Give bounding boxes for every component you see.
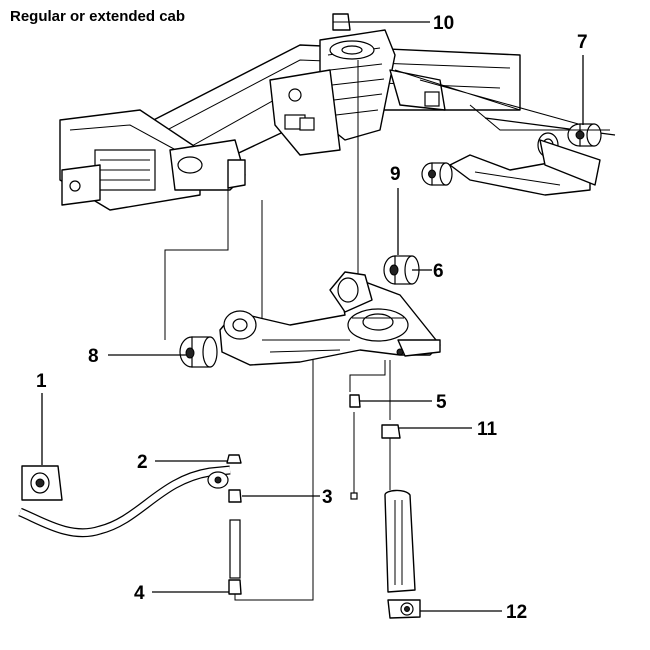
callout-11: 11 [477, 419, 498, 440]
stabilizer-bushing [21, 465, 63, 501]
callout-5: 5 [436, 392, 447, 413]
top-nut [332, 13, 351, 31]
callout-9: 9 [390, 164, 401, 185]
callout-leaders [41, 21, 584, 612]
stabilizer-link [226, 454, 242, 595]
callout-10: 10 [433, 13, 454, 34]
shock-absorber [349, 394, 421, 619]
callout-8: 8 [88, 346, 99, 367]
lower-control-arm [219, 271, 441, 366]
upper-arm-front-bushing [421, 162, 453, 186]
callout-3: 3 [322, 487, 333, 508]
upper-control-arm [449, 132, 601, 196]
callout-2: 2 [137, 452, 148, 473]
callout-12: 12 [506, 602, 527, 623]
callout-1: 1 [36, 371, 47, 392]
assembly-guide-lines [164, 60, 610, 601]
callout-4: 4 [134, 583, 145, 604]
upper-arm-rear-bushing [567, 123, 602, 147]
lower-arm-rear-bushing [179, 336, 218, 368]
callout-6: 6 [433, 261, 444, 282]
stabilizer-bar [18, 465, 231, 538]
callout-7: 7 [577, 32, 588, 53]
diagram-title: Regular or extended cab [10, 8, 186, 25]
